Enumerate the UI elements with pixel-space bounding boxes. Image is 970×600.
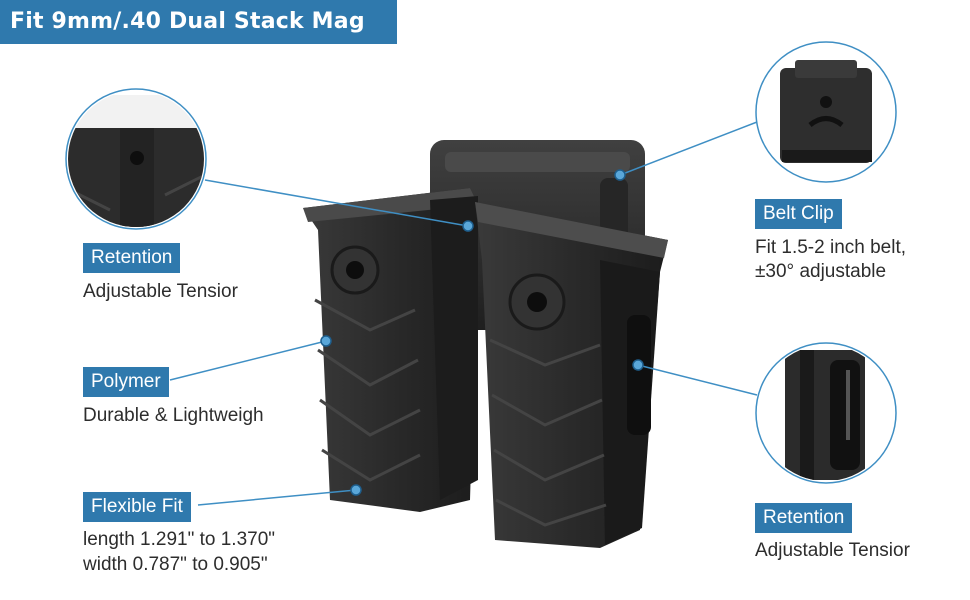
retention-detail-circle	[65, 88, 207, 230]
feature-desc-flexible-fit-line1: length 1.291" to 1.370"	[83, 529, 276, 550]
feature-tag-retention-left: Retention	[83, 243, 181, 273]
feature-desc-flexible-fit-line2: width 0.787" to 0.905"	[83, 554, 268, 575]
feature-tag-flexible-fit: Flexible Fit	[83, 492, 191, 522]
feature-desc-retention-left: Adjustable Tensior	[83, 281, 238, 302]
side-retention-detail-circle	[755, 342, 897, 484]
feature-desc-polymer: Durable & Lightweigh	[83, 405, 264, 426]
feature-tag-belt-clip: Belt Clip	[755, 199, 842, 229]
feature-desc-retention-right: Adjustable Tensior	[755, 540, 910, 561]
page-title-banner: Fit 9mm/.40 Dual Stack Mag	[0, 0, 397, 44]
feature-tag-retention-right: Retention	[755, 503, 853, 533]
callout-dots	[320, 169, 644, 496]
left-mag-pouch	[303, 188, 478, 512]
feature-desc-belt-clip-line2: ±30° adjustable	[755, 261, 887, 282]
feature-tag-polymer: Polymer	[83, 367, 169, 397]
callout-lines	[169, 121, 758, 506]
feature-desc-belt-clip-line1: Fit 1.5-2 inch belt,	[755, 237, 907, 258]
right-mag-pouch	[475, 202, 668, 548]
belt-clip-detail-circle	[755, 41, 897, 183]
